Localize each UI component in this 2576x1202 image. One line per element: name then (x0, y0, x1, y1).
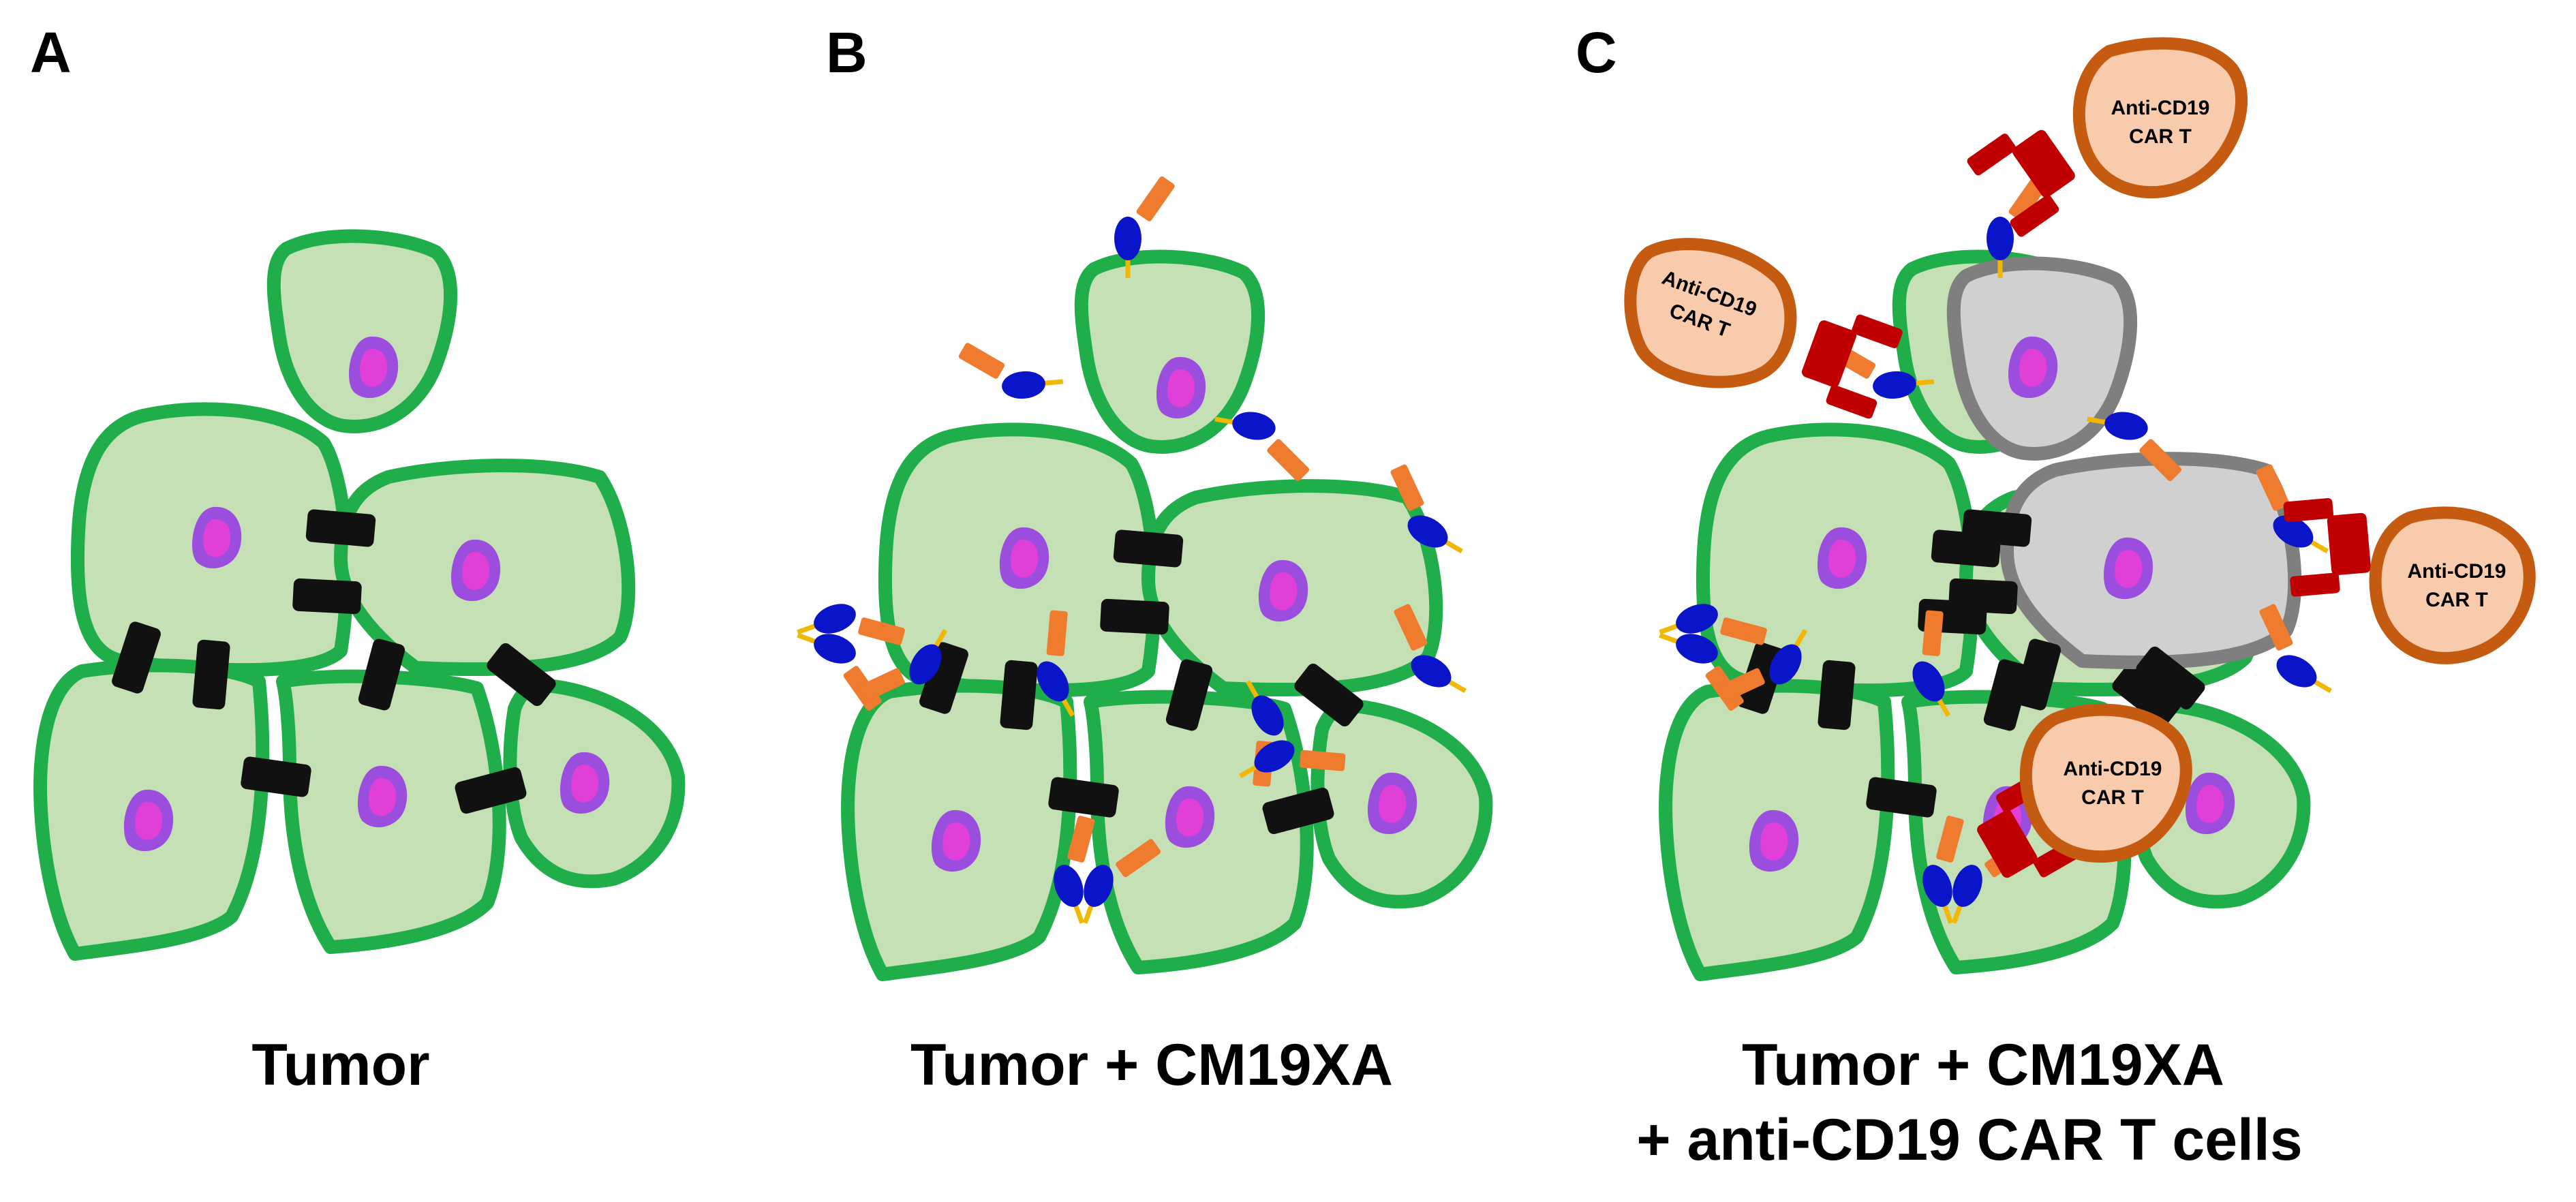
cm19xa-molecule (957, 334, 1064, 404)
car-t-cell (1624, 238, 1797, 388)
car-t-cell (2019, 703, 2192, 863)
tumor-cluster-b (781, 175, 1489, 974)
panel-a-caption: Tumor (251, 1032, 429, 1098)
tumor-cell (266, 229, 457, 433)
cell-junction (292, 578, 363, 615)
car-t-label: CAR T (2425, 589, 2488, 611)
car-t-cell (2072, 37, 2248, 199)
car-t-label: Anti-CD19 (2111, 97, 2209, 119)
car-t-label: Anti-CD19 (2407, 560, 2506, 583)
cell-junction (305, 508, 376, 548)
car-t-label: Anti-CD19 (2063, 758, 2162, 780)
panel-c-caption-line1: Tumor + CM19XA (1742, 1032, 2224, 1098)
cell-junction (1961, 508, 2032, 548)
tumor-cluster-c: Anti-CD19 CAR T Anti-CD19 CAR T Anti-CD1… (1624, 37, 2536, 974)
car-t-label: CAR T (2081, 786, 2144, 809)
car-t-label: CAR T (2129, 125, 2192, 148)
panel-b-caption: Tumor + CM19XA (910, 1032, 1393, 1098)
cell-junction (1948, 578, 2019, 615)
tumor-cluster-a (33, 229, 686, 961)
panel-b-label: B (826, 20, 868, 84)
cell-junction (191, 639, 231, 710)
car-t-cell (2369, 506, 2536, 664)
panel-c-label: C (1576, 20, 1617, 84)
panel-c-caption-line2: + anti-CD19 CAR T cells (1636, 1107, 2302, 1173)
panel-a-label: A (30, 20, 72, 84)
car-receptor (1965, 113, 2087, 238)
